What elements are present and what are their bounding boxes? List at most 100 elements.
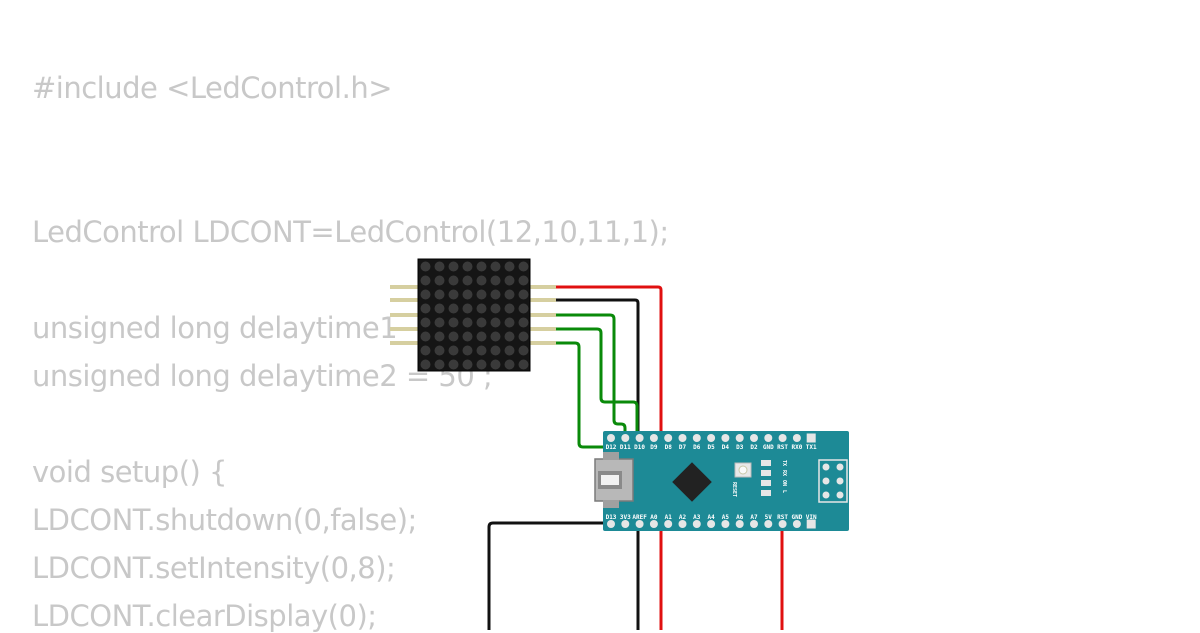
top-pin-d11[interactable]: [621, 434, 630, 442]
matrix-led: [420, 345, 431, 356]
matrix-led: [462, 289, 473, 300]
bottom-pin-label: A1: [665, 514, 673, 521]
matrix-led: [518, 261, 529, 272]
bottom-pin-label: AREF: [632, 514, 647, 521]
top-pin-d8[interactable]: [664, 434, 673, 442]
bottom-pin-label: A5: [722, 514, 730, 521]
matrix-led: [434, 261, 445, 272]
wire-black-gnd-board[interactable]: [487, 521, 810, 630]
matrix-led: [476, 261, 487, 272]
usb-tab-bottom: [603, 500, 619, 508]
top-pin-tx1[interactable]: [806, 433, 816, 443]
bottom-pin-a7[interactable]: [750, 520, 758, 528]
bottom-pin-3v3[interactable]: [621, 520, 630, 528]
top-pin-d3[interactable]: [735, 434, 744, 442]
matrix-led: [462, 331, 473, 342]
matrix-led: [420, 317, 431, 328]
top-pin-d7[interactable]: [678, 434, 687, 442]
bottom-pin-a6[interactable]: [735, 520, 744, 528]
matrix-led: [434, 289, 445, 300]
top-pin-d5[interactable]: [707, 434, 716, 442]
board-pcb: [603, 431, 849, 531]
matrix-led: [420, 359, 431, 370]
wire-green-din[interactable]: [555, 313, 627, 438]
wire-black-gnd-matrix[interactable]: [555, 298, 640, 630]
matrix-led: [476, 359, 487, 370]
microcontroller-chip: [672, 462, 712, 502]
top-pin-label: GND: [763, 444, 774, 451]
wires: [487, 285, 810, 630]
bottom-pin-label: VIN: [806, 514, 817, 521]
matrix-led: [448, 303, 459, 314]
bottom-pin-a0[interactable]: [649, 520, 658, 528]
top-pin-d10[interactable]: [635, 434, 644, 442]
matrix-led: [518, 345, 529, 356]
top-pin-label: D7: [679, 444, 687, 451]
bottom-pin-a1[interactable]: [664, 520, 673, 528]
matrix-led: [490, 345, 501, 356]
top-pin-rx0[interactable]: [792, 434, 801, 442]
bottom-pin-vin[interactable]: [806, 519, 816, 529]
bottom-pin-label: GND: [791, 514, 802, 521]
wire-red-vcc[interactable]: [555, 285, 663, 630]
matrix-led: [490, 359, 501, 370]
reset-label: RESET: [731, 482, 737, 497]
matrix-led: [420, 303, 431, 314]
matrix-left-header: [390, 285, 419, 345]
matrix-led: [434, 331, 445, 342]
matrix-led: [518, 331, 529, 342]
matrix-led: [476, 331, 487, 342]
matrix-led: [448, 345, 459, 356]
top-pin-gnd[interactable]: [764, 434, 773, 442]
top-pin-d4[interactable]: [721, 434, 730, 442]
reset-button[interactable]: [734, 462, 752, 478]
bottom-pin-a2[interactable]: [678, 520, 687, 528]
matrix-led: [420, 289, 431, 300]
bottom-pin-a3[interactable]: [692, 520, 701, 528]
led-matrix-module[interactable]: [390, 258, 556, 372]
code-line-shutdown: LDCONT.shutdown(0,false);: [32, 503, 417, 537]
matrix-led: [504, 331, 515, 342]
top-pin-d12[interactable]: [607, 434, 615, 442]
bottom-pin-label: A7: [750, 514, 758, 521]
bottom-pin-label: D13: [606, 514, 617, 521]
led-label-on: ON: [781, 480, 787, 486]
bottom-pin-d13[interactable]: [607, 520, 615, 528]
icsp-header[interactable]: [818, 459, 848, 503]
matrix-led: [476, 289, 487, 300]
matrix-led-grid: [420, 261, 529, 370]
wire-green-cs[interactable]: [555, 327, 639, 438]
code-line-include: #include <LedControl.h>: [32, 71, 393, 105]
top-pin-d9[interactable]: [649, 434, 658, 442]
top-pin-d2[interactable]: [750, 434, 758, 442]
bottom-pin-a5[interactable]: [721, 520, 730, 528]
matrix-led: [434, 303, 445, 314]
matrix-led: [462, 359, 473, 370]
top-pin-label: D4: [722, 444, 730, 451]
matrix-led: [490, 261, 501, 272]
top-pin-label: D8: [665, 444, 673, 451]
bottom-pin-aref[interactable]: [635, 520, 644, 528]
top-pin-label: D5: [707, 444, 715, 451]
matrix-led: [490, 289, 501, 300]
top-pin-rst[interactable]: [778, 434, 787, 442]
matrix-led: [476, 317, 487, 328]
matrix-led: [504, 289, 515, 300]
bottom-pin-rst[interactable]: [778, 520, 787, 528]
matrix-led: [462, 303, 473, 314]
top-pin-d6[interactable]: [692, 434, 701, 442]
matrix-led: [476, 275, 487, 286]
bottom-pin-a4[interactable]: [707, 520, 716, 528]
matrix-led: [504, 261, 515, 272]
top-pin-label: D10: [634, 444, 645, 451]
top-pin-label: D9: [650, 444, 658, 451]
led-label-rx: RX: [781, 470, 787, 476]
bottom-pin-gnd[interactable]: [792, 520, 801, 528]
matrix-led: [448, 289, 459, 300]
bottom-pin-label: 3V3: [620, 514, 631, 521]
bottom-pin-5v[interactable]: [764, 520, 773, 528]
code-line-ledcontrol: LedControl LDCONT=LedControl(12,10,11,1)…: [32, 215, 669, 249]
